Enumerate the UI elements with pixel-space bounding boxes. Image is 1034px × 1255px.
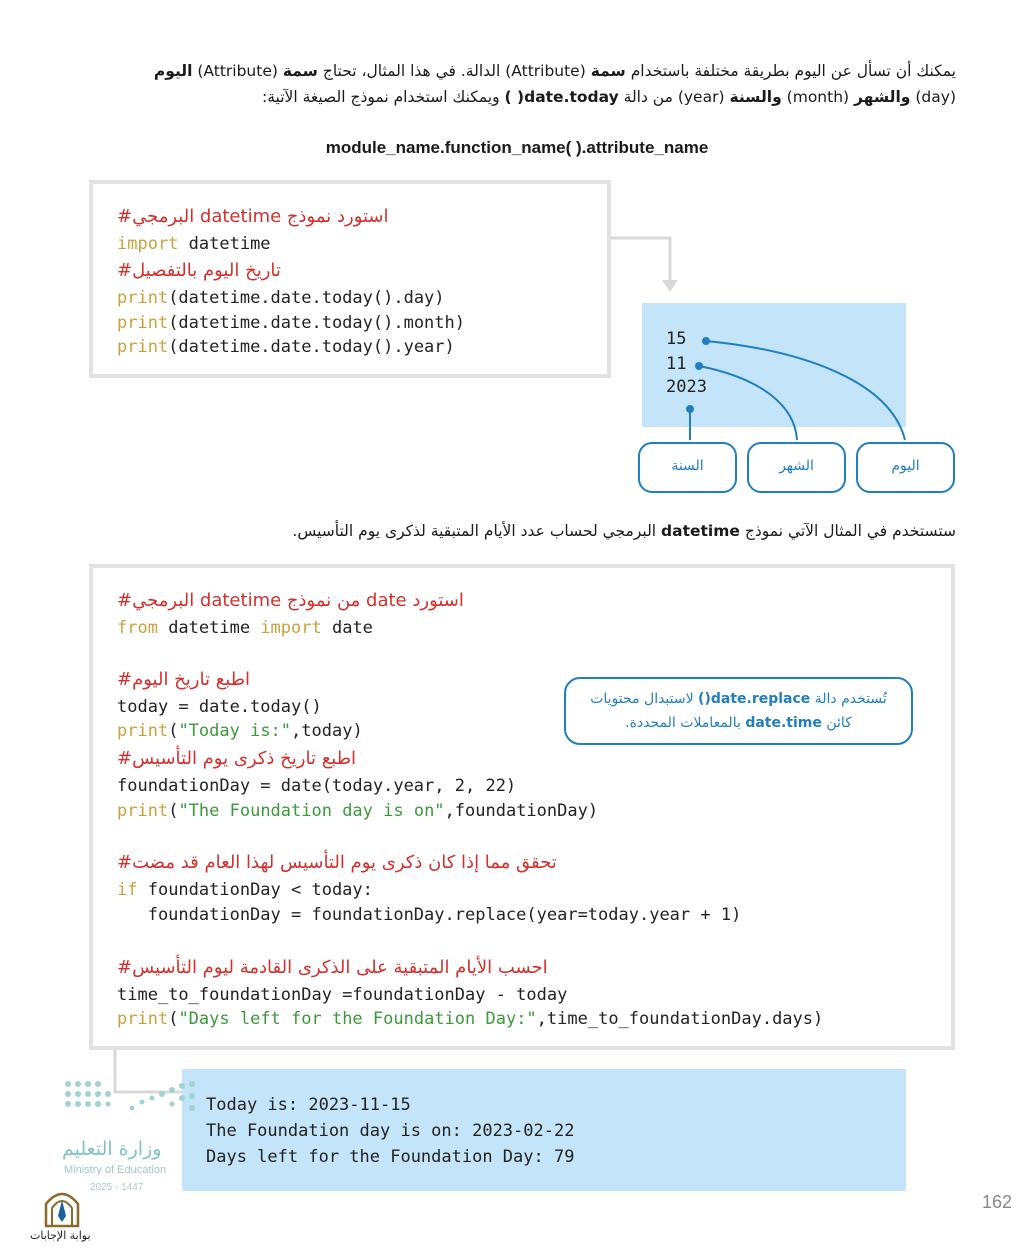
portal-name: بوابة الإجابات [30,1229,91,1242]
day-connector [705,340,906,441]
arrow-code-to-output [611,236,672,284]
output-line-today: Today is: 2023-11-15 [206,1095,411,1115]
label-day: اليوم [856,442,955,493]
ministry-english-name: Ministry of Education [64,1164,167,1176]
code-comment: اطبع تاريخ ذكرى يوم التأسيس# [117,748,357,769]
code-line-print-days: print("Days left for the Foundation Day:… [117,1009,824,1029]
intro-line-2: (day) والشهر (month) والسنة (year) من دا… [262,88,956,106]
label-year: السنة [638,442,737,493]
output-month-value: 11 [666,354,687,374]
code-comment: تاريخ اليوم بالتفصيل# [117,260,281,281]
arrow-head-icon [662,280,678,292]
output-line-foundation: The Foundation day is on: 2023-02-22 [206,1121,575,1141]
code-line-foundation-assign: foundationDay = date(today.year, 2, 22) [117,776,517,796]
code-line-print-month: print(datetime.date.today().month) [117,313,465,333]
paragraph-foundation-intro: ستستخدم في المثال الآتي نموذج datetime ا… [292,522,956,540]
ministry-year: 2025 - 1447 [90,1182,144,1193]
output-box-foundation: Today is: 2023-11-15 The Foundation day … [182,1069,906,1191]
intro-line-1: يمكنك أن تسأل عن اليوم بطريقة مختلفة باس… [153,62,956,80]
page-number: 162 [981,1192,1012,1212]
syntax-formula: module_name.function_name( ).attribute_n… [325,138,709,157]
code-box-datetime: استورد نموذج datetime البرمجي# import da… [89,180,611,378]
code-line-print-year: print(datetime.date.today().year) [117,337,455,357]
code-line-from-import: from datetime import date [117,618,373,638]
output-year-value: 2023 [666,377,707,397]
portal-logo-icon [44,1192,80,1228]
ministry-arabic-name: وزارة التعليم [62,1138,162,1160]
output-line-days-left: Days left for the Foundation Day: 79 [206,1147,575,1167]
month-connector [698,365,798,441]
code-line-import: import datetime [117,234,271,254]
code-comment: استورد نموذج datetime البرمجي# [117,206,389,227]
code-comment: اطبع تاريخ اليوم# [117,669,251,690]
code-comment: تحقق مما إذا كان ذكرى يوم التأسيس لهذا ا… [117,852,557,873]
code-box-foundation-day: استورد date من نموذج datetime البرمجي# f… [89,564,955,1050]
callout-line-1: تُستخدم دالة date.replace() لاستبدال محت… [590,691,887,707]
code-line-if: if foundationDay < today: [117,880,373,900]
intro-paragraph: يمكنك أن تسأل عن اليوم بطريقة مختلفة باس… [76,58,956,110]
arrow-code2-to-output [113,1048,205,1094]
replace-callout: تُستخدم دالة date.replace() لاستبدال محت… [564,677,913,745]
code-line-print-today: print("Today is:",today) [117,721,363,741]
code-line-print-day: print(datetime.date.today().day) [117,288,445,308]
code-line-today-assign: today = date.today() [117,697,322,717]
code-line-time-assign: time_to_foundationDay =foundationDay - t… [117,985,568,1005]
code-line-print-foundation: print("The Foundation day is on",foundat… [117,801,599,821]
code-line-replace: foundationDay = foundationDay.replace(ye… [117,905,742,925]
output-day-value: 15 [666,329,687,349]
callout-line-2: كائن date.time بالمعاملات المحددة. [625,715,852,731]
ministry-logo-icon [65,1081,195,1111]
label-month: الشهر [747,442,846,493]
code-comment: استورد date من نموذج datetime البرمجي# [117,590,464,611]
output-box-date-parts: 15 11 2023 [642,303,906,427]
code-comment: احسب الأيام المتبقية على الذكرى القادمة … [117,957,548,978]
